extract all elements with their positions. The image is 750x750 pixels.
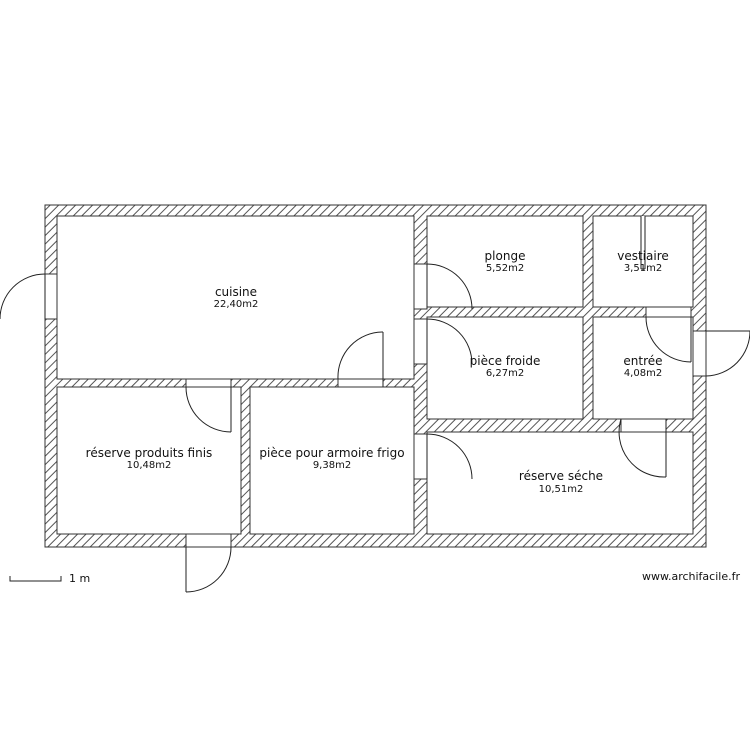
door-reserve-produits-finis-exterior bbox=[185, 546, 232, 593]
room-name-piece-armoire-frigo: pièce pour armoire frigo bbox=[259, 446, 404, 460]
room-labels: cuisine 22,40m2 plonge 5,52m2 vestiaire … bbox=[86, 249, 669, 495]
door-plonge bbox=[426, 263, 473, 310]
room-area-plonge: 5,52m2 bbox=[486, 263, 524, 274]
door-vestiaire-partition bbox=[640, 216, 646, 270]
door-cuisine-frigo bbox=[337, 331, 384, 387]
door-reserve-seche bbox=[426, 433, 473, 480]
room-name-reserve-seche: réserve séche bbox=[519, 469, 603, 483]
room-area-piece-froide: 6,27m2 bbox=[486, 368, 524, 379]
room-piece-armoire-frigo-floor bbox=[249, 386, 415, 535]
room-piece-froide-floor bbox=[426, 316, 584, 420]
room-plonge-floor bbox=[426, 215, 584, 308]
room-area-piece-armoire-frigo: 9,38m2 bbox=[313, 460, 351, 471]
room-name-plonge: plonge bbox=[485, 249, 526, 263]
room-name-entree: entrée bbox=[623, 354, 662, 368]
room-area-cuisine: 22,40m2 bbox=[214, 299, 259, 310]
door-reserve-produits-finis bbox=[185, 386, 232, 433]
door-openings bbox=[44, 216, 707, 548]
room-area-reserve-seche: 10,51m2 bbox=[539, 484, 584, 495]
room-name-cuisine: cuisine bbox=[215, 285, 257, 299]
scale-bar: 1 m bbox=[9, 572, 90, 585]
door-piece-froide bbox=[426, 318, 473, 365]
room-name-vestiaire: vestiaire bbox=[617, 249, 669, 263]
door-cuisine-exterior bbox=[0, 273, 46, 320]
room-area-entree: 4,08m2 bbox=[624, 368, 662, 379]
room-entree-floor bbox=[592, 316, 694, 420]
archifacile-watermark: www.archifacile.fr bbox=[642, 570, 740, 583]
door-entree-reserve bbox=[618, 418, 667, 478]
room-area-vestiaire: 3,51m2 bbox=[624, 263, 662, 274]
door-vestiaire bbox=[645, 316, 692, 363]
room-area-reserve-produits-finis: 10,48m2 bbox=[127, 460, 172, 471]
door-entree-exterior bbox=[705, 330, 750, 377]
room-cuisine-floor bbox=[56, 215, 415, 380]
room-reserve-seche-floor bbox=[426, 431, 694, 535]
room-interiors bbox=[56, 215, 694, 535]
room-reserve-produits-finis-floor bbox=[56, 386, 242, 535]
room-name-piece-froide: pièce froide bbox=[470, 354, 541, 368]
room-name-reserve-produits-finis: réserve produits finis bbox=[86, 446, 213, 460]
doors bbox=[0, 216, 750, 593]
scale-label: 1 m bbox=[69, 572, 90, 585]
